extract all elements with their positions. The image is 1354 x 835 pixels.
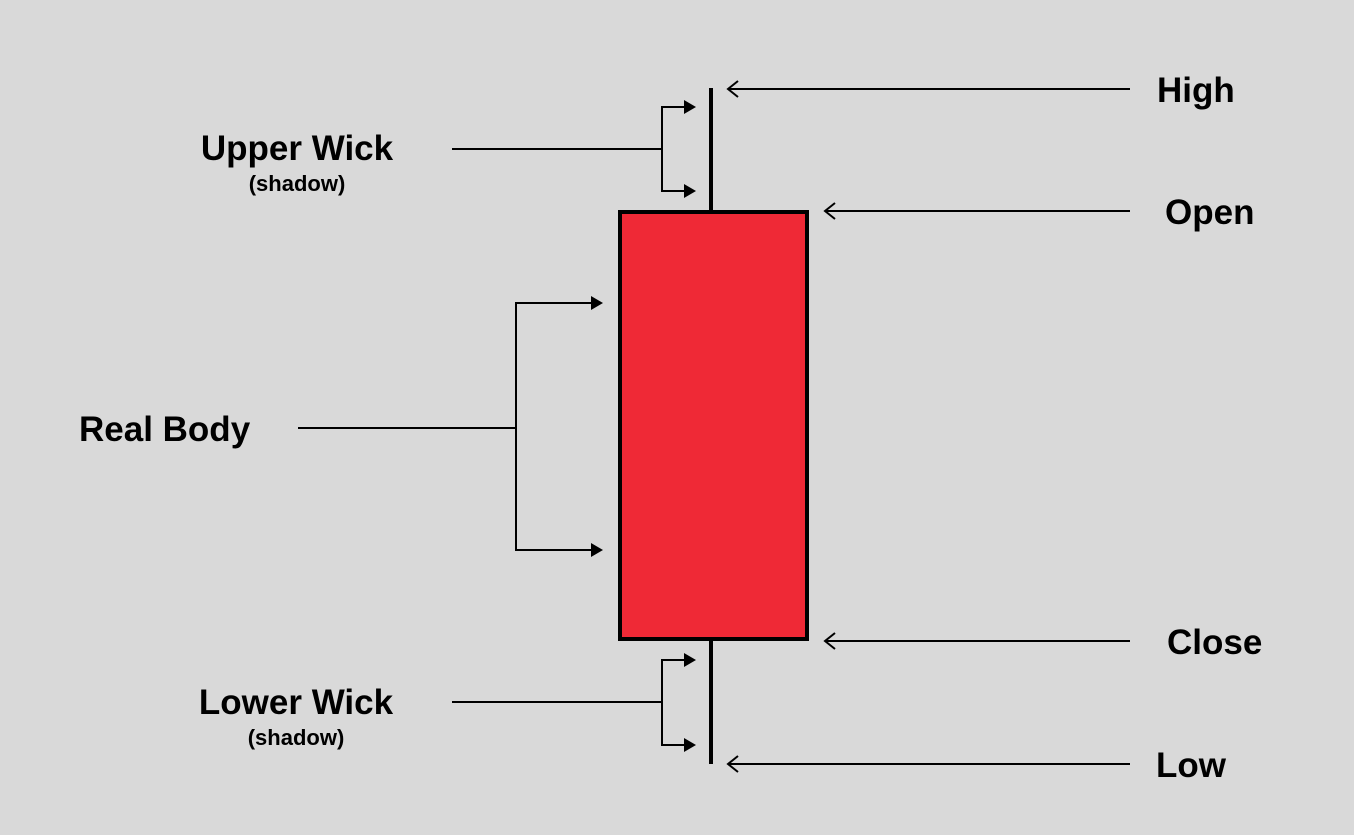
lower-wick-sublabel: (shadow) — [248, 725, 345, 750]
lower-wick-label: Lower Wick — [199, 683, 394, 722]
candle-real-body — [618, 210, 809, 641]
open-arrow — [823, 202, 1130, 220]
close-label: Close — [1167, 623, 1262, 662]
upper-wick-sublabel: (shadow) — [249, 171, 346, 196]
lower-wick-bracket — [452, 653, 696, 752]
upper-wick-bracket — [452, 100, 696, 198]
low-arrow — [726, 755, 1130, 773]
low-label: Low — [1156, 746, 1227, 785]
real-body-bracket — [298, 296, 603, 557]
high-arrow — [726, 80, 1130, 98]
open-label: Open — [1165, 193, 1254, 232]
high-label: High — [1157, 71, 1235, 110]
upper-wick-label: Upper Wick — [201, 129, 394, 168]
close-arrow — [823, 632, 1130, 650]
real-body-label: Real Body — [79, 410, 251, 449]
